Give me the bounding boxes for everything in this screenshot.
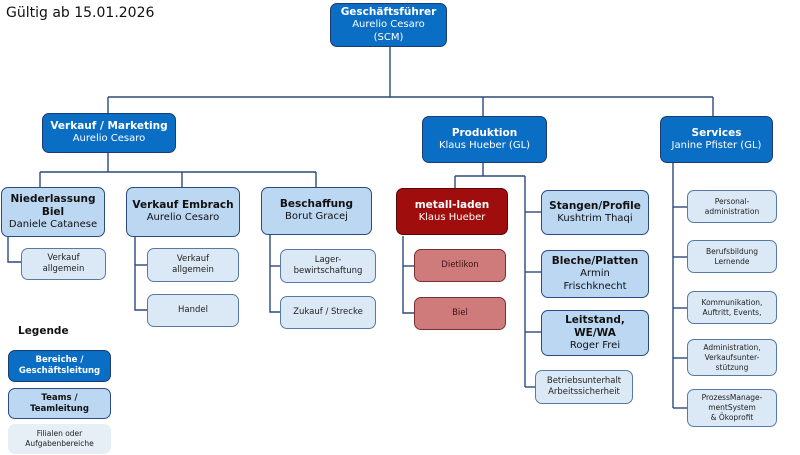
legend-areas-line1: Bereiche / xyxy=(35,355,84,365)
branch-biel-sales-line1: Verkauf xyxy=(47,253,80,263)
services-item-line: stützung xyxy=(715,362,749,372)
purchasing-label: Zukauf / Strecke xyxy=(293,307,363,317)
maintenance-safety-box[interactable]: Betriebsunterhalt Arbeitssicherheit xyxy=(535,370,633,404)
bleche-platten-name1: Armin xyxy=(580,268,610,279)
services-item[interactable]: ProzessManage- mentSystem & Ökoprofit xyxy=(687,389,777,427)
bleche-platten-box[interactable]: Bleche/Platten Armin Frischknecht xyxy=(541,250,649,298)
warehouse-management-box[interactable]: Lager- bewirtschaftung xyxy=(280,249,376,283)
services-item[interactable]: Personal- administration xyxy=(687,190,777,223)
branch-biel-sales-box[interactable]: Verkauf allgemein xyxy=(21,248,106,280)
metall-laden-title: metall-laden xyxy=(414,198,490,211)
metall-laden-box[interactable]: metall-laden Klaus Hueber xyxy=(396,188,508,235)
services-box[interactable]: Services Janine Pfister (GL) xyxy=(660,116,773,163)
embrach-trade-box[interactable]: Handel xyxy=(147,294,239,327)
services-item[interactable]: Berufsbildung Lernende xyxy=(687,240,777,273)
branch-biel-name: Daniele Catanese xyxy=(8,218,98,230)
biel-shop-box[interactable]: Biel xyxy=(414,297,506,330)
procurement-box[interactable]: Beschaffung Borut Gracej xyxy=(261,187,372,235)
warehouse-management-line1: Lager- xyxy=(314,255,342,265)
embrach-sales-general-line1: Verkauf xyxy=(176,254,210,264)
dietlikon-label: Dietlikon xyxy=(441,260,479,270)
warehouse-management-line2: bewirtschaftung xyxy=(293,266,363,276)
legend-branches-line1: Filialen oder xyxy=(36,429,83,438)
safety-line2: Arbeitssicherheit xyxy=(548,387,620,397)
leitstand-title1: Leitstand, xyxy=(565,313,625,326)
branch-biel-box[interactable]: Niederlassung Biel Daniele Catanese xyxy=(1,187,105,237)
services-item-line: & Ökoprofit xyxy=(710,413,754,422)
leitstand-name: Roger Frei xyxy=(569,339,621,351)
embrach-trade-label: Handel xyxy=(178,305,208,315)
services-item-line: administration xyxy=(704,206,760,216)
legend-title: Legende xyxy=(18,325,69,337)
legend-branches-box: Filialen oder Aufgabenbereiche xyxy=(8,424,111,454)
branch-biel-title2: Biel xyxy=(41,205,65,218)
ceo-title: Geschäftsführer xyxy=(340,6,437,18)
leitstand-title2: WE/WA xyxy=(574,326,616,339)
legend-branches-line2: Aufgabenbereiche xyxy=(25,439,94,448)
sales-marketing-box[interactable]: Verkauf / Marketing Aurelio Cesaro xyxy=(42,113,176,153)
bleche-platten-name2: Frischknecht xyxy=(563,280,627,292)
production-name: Klaus Hueber (GL) xyxy=(438,139,531,151)
legend-areas-line2: Geschäftsleitung xyxy=(18,366,101,376)
stangen-profile-name: Kushtrim Thaqi xyxy=(557,212,633,224)
valid-from-date: Gültig ab 15.01.2026 xyxy=(6,5,155,21)
branch-biel-sales-line2: allgemein xyxy=(42,264,85,274)
services-item-line: Personal- xyxy=(714,196,750,206)
production-box[interactable]: Produktion Klaus Hueber (GL) xyxy=(422,116,547,163)
legend-teams-box: Teams / Teamleitung xyxy=(8,388,111,419)
services-item[interactable]: Administration, Verkaufsunter- stützung xyxy=(687,339,777,376)
sales-embrach-title: Verkauf Embrach xyxy=(132,199,234,212)
stangen-profile-box[interactable]: Stangen/Profile Kushtrim Thaqi xyxy=(541,190,649,235)
ceo-abbr: (SCM) xyxy=(373,31,404,43)
embrach-sales-general-box[interactable]: Verkauf allgemein xyxy=(147,248,239,282)
dietlikon-box[interactable]: Dietlikon xyxy=(414,249,506,282)
maintenance-line1: Betriebsunterhalt xyxy=(546,376,622,386)
services-item-line: Lernende xyxy=(714,256,750,266)
biel-shop-label: Biel xyxy=(452,308,468,318)
services-item-line: ProzessManage- xyxy=(701,393,763,402)
services-name: Janine Pfister (GL) xyxy=(671,139,762,151)
leitstand-box[interactable]: Leitstand, WE/WA Roger Frei xyxy=(541,310,649,356)
sales-name: Aurelio Cesaro xyxy=(72,133,146,145)
legend-areas-box: Bereiche / Geschäftsleitung xyxy=(8,350,111,382)
production-title: Produktion xyxy=(451,126,518,139)
services-item-line: Auftritt, Events, xyxy=(702,307,762,317)
ceo-name: Aurelio Cesaro xyxy=(352,19,425,30)
sales-embrach-name: Aurelio Cesaro xyxy=(146,212,220,224)
services-item-line: Berufsbildung xyxy=(705,246,759,256)
services-item-line: Verkaufsunter- xyxy=(704,352,760,362)
legend-teams-line1: Teams / xyxy=(41,392,78,403)
services-item-line: mentSystem xyxy=(708,403,756,412)
embrach-sales-general-line2: allgemein xyxy=(172,265,214,275)
legend-teams-line2: Teamleitung xyxy=(30,403,89,414)
sales-embrach-box[interactable]: Verkauf Embrach Aurelio Cesaro xyxy=(126,187,240,237)
services-title: Services xyxy=(691,126,742,139)
ceo-box[interactable]: Geschäftsführer Aurelio Cesaro (SCM) xyxy=(330,3,447,47)
services-item-line: Kommunikation, xyxy=(701,297,763,307)
procurement-name: Borut Gracej xyxy=(285,211,348,223)
services-item-line: Administration, xyxy=(703,342,761,352)
branch-biel-title1: Niederlassung xyxy=(10,192,96,205)
purchasing-box[interactable]: Zukauf / Strecke xyxy=(280,296,376,329)
services-item[interactable]: Kommunikation, Auftritt, Events, xyxy=(687,291,777,324)
stangen-profile-title: Stangen/Profile xyxy=(549,199,641,212)
metall-laden-name: Klaus Hueber xyxy=(418,211,486,223)
sales-title: Verkauf / Marketing xyxy=(50,120,168,133)
procurement-title: Beschaffung xyxy=(279,198,354,211)
bleche-platten-title: Bleche/Platten xyxy=(551,255,639,267)
